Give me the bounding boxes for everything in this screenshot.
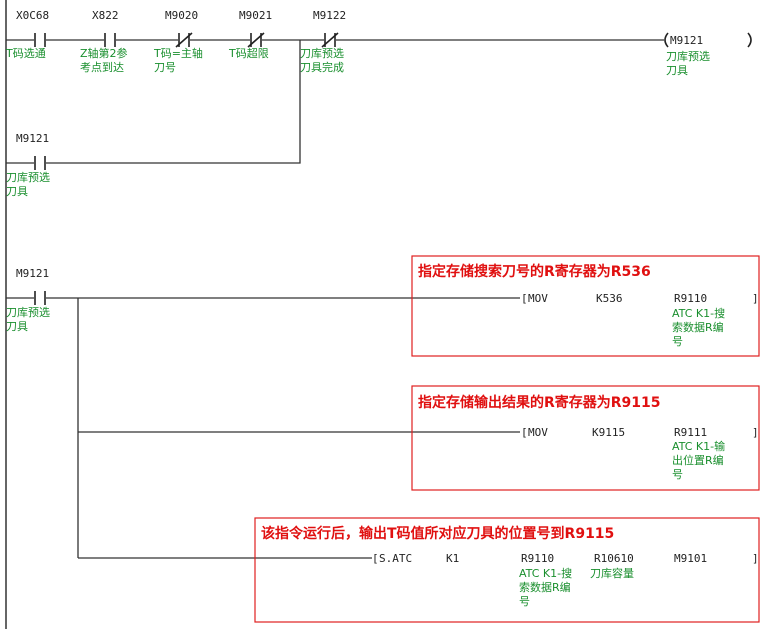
- instruction-comment: ATC K1-搜: [672, 306, 725, 320]
- coil-comment: 刀具: [666, 64, 688, 77]
- instruction-bracket-open: [: [372, 552, 379, 565]
- contact-m9121-rung2[interactable]: M9121 刀库预选 刀具: [6, 267, 50, 333]
- instruction-bracket-close: ]: [752, 292, 759, 305]
- instruction-bracket-close: ]: [752, 552, 759, 565]
- instruction-arg: R9111: [674, 426, 707, 439]
- instruction-comment: 索数据R编: [519, 580, 571, 594]
- coil-m9121[interactable]: M9121 刀库预选 刀具: [664, 32, 752, 77]
- coil-address: M9121: [670, 34, 703, 47]
- contact-comment: T码选通: [5, 47, 46, 60]
- contact-x822[interactable]: X822 Z轴第2参 考点到达: [80, 9, 128, 74]
- annotation-text: 指定存储搜索刀号的R寄存器为R536: [418, 263, 651, 280]
- contact-address: M9121: [16, 267, 49, 280]
- contact-comment: 刀具完成: [300, 60, 344, 74]
- contact-comment: 刀具: [6, 320, 28, 333]
- coil-comment: 刀库预选: [666, 50, 710, 63]
- instruction-arg: R10610: [594, 552, 634, 565]
- instruction-arg: M9101: [674, 552, 707, 565]
- contact-comment: 刀库预选: [300, 47, 344, 60]
- contact-comment: 刀具: [6, 185, 28, 198]
- contact-comment: 刀库预选: [6, 171, 50, 184]
- annotation-box: [411, 385, 760, 491]
- contact-comment: T码超限: [228, 46, 269, 60]
- contact-address: X0C68: [16, 9, 49, 22]
- rung-1: X0C68 T码选通 X822 Z轴第2参 考点到达 M9020 T码=主轴 刀…: [5, 9, 752, 198]
- contact-comment: 考点到达: [80, 61, 124, 74]
- contact-x0c68[interactable]: X0C68 T码选通: [5, 9, 49, 60]
- instruction-arg: R9110: [674, 292, 707, 305]
- contact-comment: 刀号: [154, 61, 176, 74]
- instruction-op: MOV: [528, 426, 548, 439]
- contact-comment: 刀库预选: [6, 306, 50, 319]
- contact-comment: T码=主轴: [153, 46, 203, 60]
- contact-m9020[interactable]: M9020 T码=主轴 刀号: [153, 9, 203, 74]
- instruction-op: MOV: [528, 292, 548, 305]
- contact-comment: Z轴第2参: [80, 46, 128, 60]
- instruction-arg: K1: [446, 552, 459, 565]
- contact-m9122[interactable]: M9122 刀库预选 刀具完成: [300, 9, 346, 74]
- contact-address: M9020: [165, 9, 198, 22]
- instruction-arg: K536: [596, 292, 623, 305]
- instruction-comment: 刀库容量: [590, 566, 634, 580]
- instruction-bracket-open: [: [521, 426, 528, 439]
- instruction-mov-2[interactable]: [ MOV K9115 R9111 ] ATC K1-输 出位置R编 号: [521, 426, 759, 481]
- instruction-op: S.ATC: [379, 552, 412, 565]
- annotation-text: 指定存储输出结果的R寄存器为R9115: [418, 394, 661, 411]
- contact-address: M9021: [239, 9, 272, 22]
- instruction-arg: R9110: [521, 552, 554, 565]
- instruction-comment: 号: [672, 468, 683, 481]
- instruction-comment: 号: [672, 335, 683, 348]
- contact-m9021[interactable]: M9021 T码超限: [228, 9, 272, 60]
- instruction-s-atc[interactable]: [ S.ATC K1 R9110 R10610 M9101 ] ATC K1-搜…: [372, 552, 759, 608]
- contact-address: M9122: [313, 9, 346, 22]
- contact-address: X822: [92, 9, 119, 22]
- annotation-box: [254, 517, 760, 623]
- annotation-box: [411, 255, 760, 357]
- annotation-text: 该指令运行后，输出T码值所对应刀具的位置号到R9115: [261, 525, 614, 542]
- instruction-mov-1[interactable]: [ MOV K536 R9110 ] ATC K1-搜 索数据R编 号: [521, 292, 759, 348]
- instruction-bracket-open: [: [521, 292, 528, 305]
- contact-address: M9121: [16, 132, 49, 145]
- instruction-comment: 出位置R编: [672, 453, 724, 467]
- instruction-bracket-close: ]: [752, 426, 759, 439]
- rung-2: M9121 刀库预选 刀具 [ MOV K536 R9110 ] ATC K1-…: [6, 255, 760, 623]
- instruction-comment: ATC K1-输: [672, 439, 725, 453]
- instruction-comment: 号: [519, 595, 530, 608]
- instruction-comment: ATC K1-搜: [519, 566, 572, 580]
- instruction-comment: 索数据R编: [672, 320, 724, 334]
- contact-m9121-hold[interactable]: M9121 刀库预选 刀具: [6, 132, 50, 198]
- instruction-arg: K9115: [592, 426, 625, 439]
